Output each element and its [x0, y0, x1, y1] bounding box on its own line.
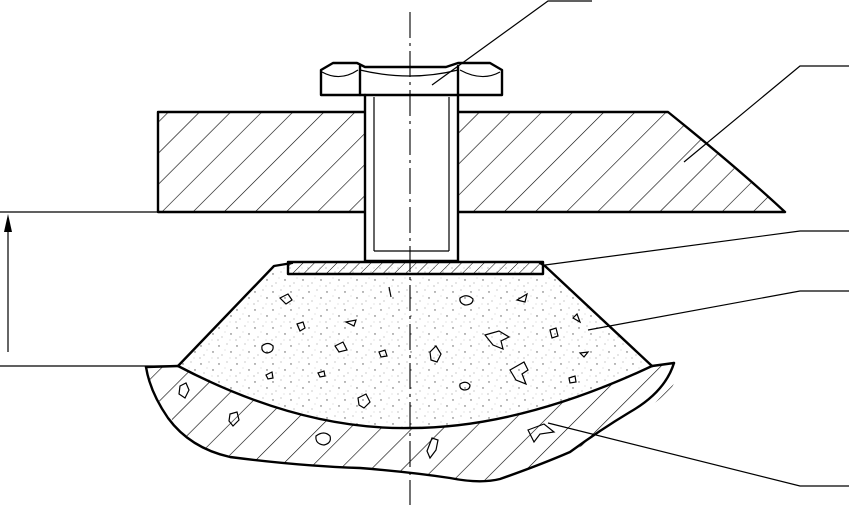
bolt-head: [319, 61, 504, 97]
dimension-arrow-icon: [4, 214, 12, 232]
bolt-shank: [363, 93, 460, 263]
shim-plate: [286, 260, 545, 276]
base-plate: [156, 110, 787, 214]
leader-lines: [431, 0, 849, 487]
height-dimension: [0, 211, 178, 367]
